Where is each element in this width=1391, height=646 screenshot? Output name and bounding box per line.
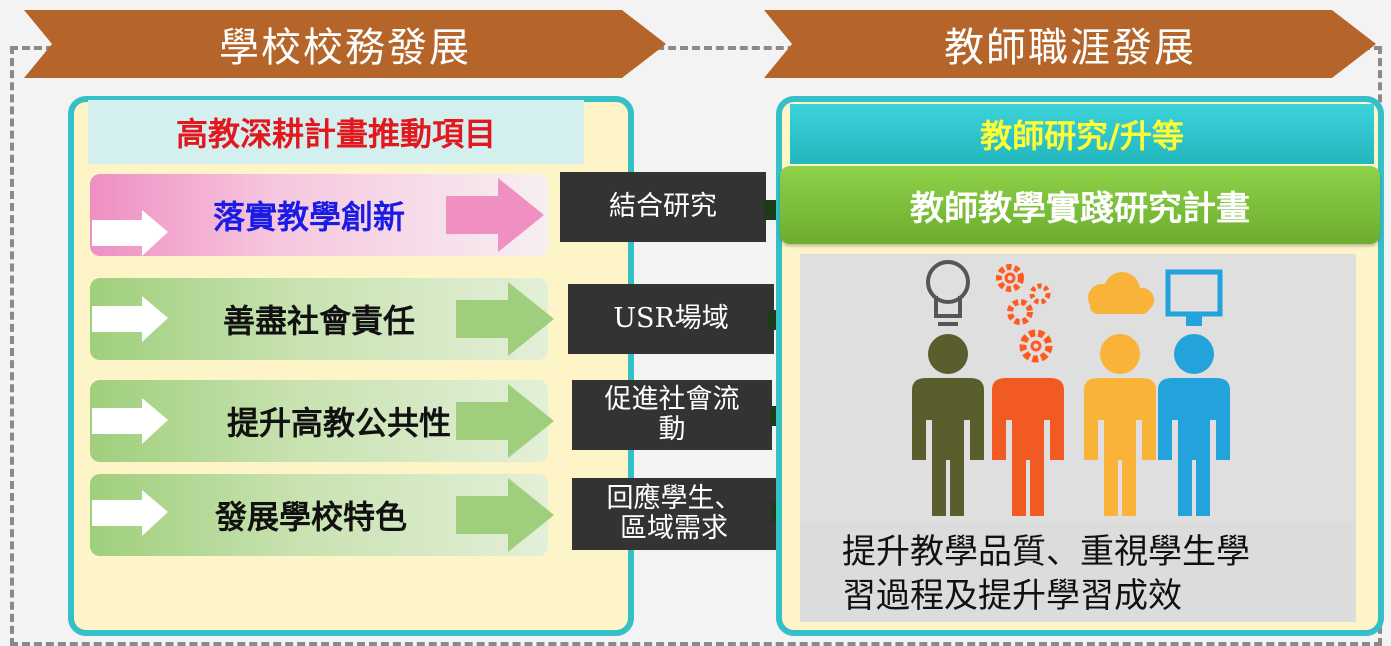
chevron-left-label: 學校校務發展 bbox=[219, 25, 471, 71]
green-arrow-icon bbox=[456, 384, 554, 458]
person-icon bbox=[1158, 334, 1230, 516]
item-label: 善盡社會責任 bbox=[222, 302, 415, 340]
item-label: 發展學校特色 bbox=[214, 498, 407, 536]
item-label: 落實教學創新 bbox=[212, 198, 405, 236]
chevron-shape bbox=[764, 10, 1376, 78]
item-social-responsibility: 善盡社會責任 bbox=[90, 278, 554, 360]
connector-line: 動 bbox=[658, 414, 686, 445]
chevron-right-label: 教師職涯發展 bbox=[944, 25, 1196, 71]
connector-line: 促進社會流 bbox=[604, 384, 740, 415]
connector-line: 回應學生、 bbox=[606, 483, 742, 514]
white-arrow-icon bbox=[92, 490, 168, 536]
green-arrow-icon bbox=[456, 282, 554, 356]
connector-box: USR場域 bbox=[568, 284, 774, 354]
chevron-teacher-career: 教師職涯發展 bbox=[764, 10, 1376, 78]
cloud-icon bbox=[1088, 272, 1154, 314]
pink-arrow-icon bbox=[446, 178, 544, 252]
connector-box: 結合研究 bbox=[560, 172, 766, 242]
white-arrow-icon bbox=[92, 398, 168, 444]
person-icon bbox=[912, 334, 984, 516]
chevron-shape bbox=[24, 10, 666, 78]
connector-line: 區域需求 bbox=[620, 513, 728, 544]
teaching-practice-plan: 教師教學實踐研究計畫 bbox=[780, 166, 1380, 244]
gears-icon bbox=[996, 264, 1053, 363]
person-icon bbox=[992, 378, 1064, 516]
item-public-nature: 提升高教公共性 bbox=[90, 380, 554, 462]
caption-line: 提升教學品質、重視學生學 bbox=[842, 532, 1250, 572]
item-teaching-innovation: 落實教學創新 bbox=[90, 174, 548, 256]
connector-line: USR場域 bbox=[613, 303, 729, 334]
left-panel-title: 高教深耕計畫推動項目 bbox=[88, 100, 584, 164]
caption-box: 提升教學品質、重視學生學 習過程及提升學習成效 bbox=[800, 522, 1356, 622]
person-icon bbox=[1084, 334, 1156, 516]
monitor-icon bbox=[1165, 269, 1223, 326]
chevron-school-development: 學校校務發展 bbox=[24, 10, 666, 78]
connector-box: 回應學生、 區域需求 bbox=[572, 478, 776, 550]
people-illustration bbox=[912, 260, 1230, 516]
white-arrow-icon bbox=[92, 210, 168, 256]
right-panel-title: 教師研究/升等 bbox=[790, 104, 1374, 164]
connector-box: 促進社會流 動 bbox=[572, 380, 772, 450]
caption-line: 習過程及提升學習成效 bbox=[842, 576, 1182, 616]
lightbulb-icon bbox=[926, 260, 970, 326]
white-arrow-icon bbox=[92, 296, 168, 342]
connector-line: 結合研究 bbox=[609, 191, 717, 222]
item-label: 提升高教公共性 bbox=[226, 404, 451, 442]
item-school-features: 發展學校特色 bbox=[90, 474, 554, 556]
green-arrow-icon bbox=[456, 478, 554, 552]
illustration-people bbox=[800, 254, 1356, 522]
